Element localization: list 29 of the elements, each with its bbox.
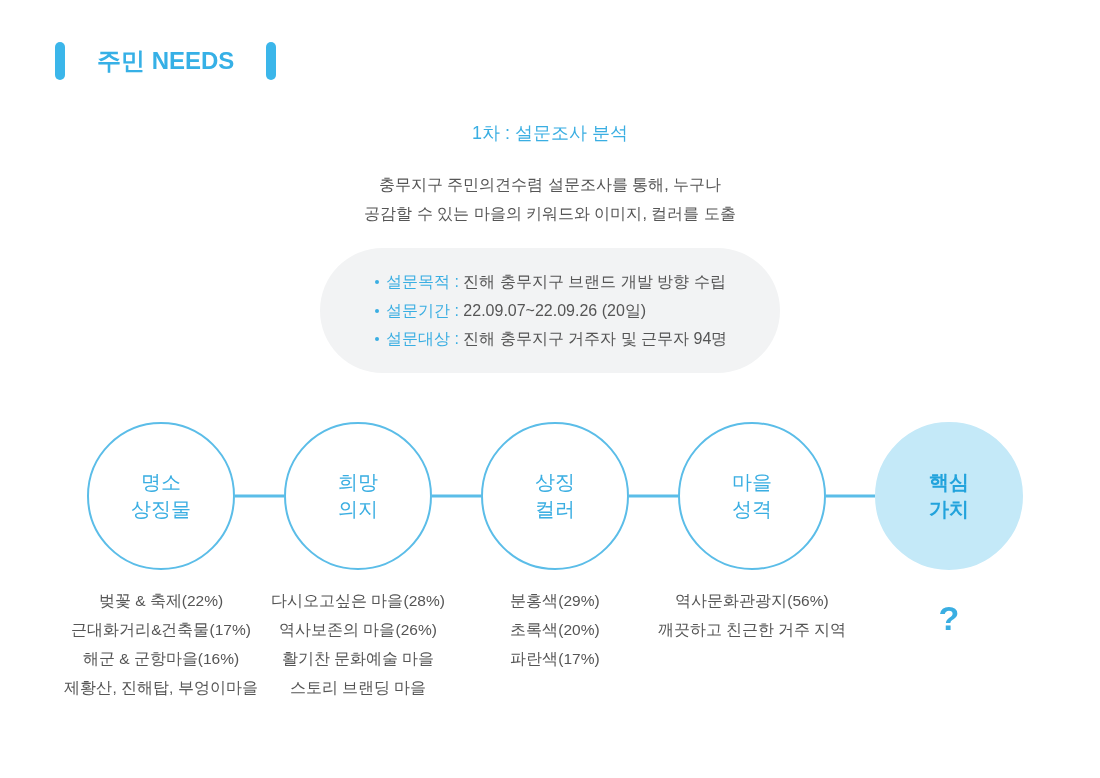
result-text: 분홍색(29%)	[510, 591, 600, 611]
section-subtitle: 1차 : 설문조사 분석	[471, 122, 629, 145]
result-text: 근대화거리&건축물(17%)	[71, 620, 251, 640]
circle-label: 희망 의지	[337, 470, 379, 522]
page-title: 주민 NEEDS	[97, 46, 235, 76]
result-text: 파란색(17%)	[510, 649, 600, 669]
result-text: 벚꽃 & 축제(22%)	[98, 591, 224, 611]
connector-line	[235, 494, 284, 498]
result-text: 역사문화관광지(56%)	[675, 591, 829, 611]
result-text: 역사보존의 마을(26%)	[279, 620, 437, 640]
connector-line	[432, 494, 481, 498]
circle-label: 핵심 가치	[928, 470, 970, 522]
description-text: 충무지구 주민의견수렴 설문조사를 통해, 누구나 공감할 수 있는 마을의 키워드와 이미지, 컬러를 도출	[363, 175, 737, 224]
result-text: 초록색(20%)	[510, 620, 600, 640]
connector-line	[826, 494, 875, 498]
circle-label: 상징 컬러	[534, 470, 576, 522]
circle-label: 마을 성격	[731, 470, 773, 522]
result-text: 제황산, 진해탑, 부엉이마을	[64, 678, 258, 698]
info-line: 설문목적 : 진해 충무지구 브랜드 개발 방향 수립	[386, 272, 726, 292]
info-line: 설문대상 : 진해 충무지구 거주자 및 근무자 94명	[386, 329, 728, 349]
result-text: 해군 & 군항마을(16%)	[82, 649, 240, 669]
result-text: 다시오고싶은 마을(28%)	[271, 591, 445, 611]
result-text: 활기찬 문화예술 마을	[281, 649, 435, 669]
circle-label: 명소 상징물	[130, 470, 192, 522]
result-text: 스토리 브랜딩 마을	[289, 678, 427, 698]
info-line: 설문기간 : 22.09.07~22.09.26 (20일)	[386, 300, 647, 321]
result-text: 깨끗하고 친근한 거주 지역	[657, 620, 847, 640]
question-mark: ?	[938, 598, 960, 638]
connector-line	[629, 494, 678, 498]
